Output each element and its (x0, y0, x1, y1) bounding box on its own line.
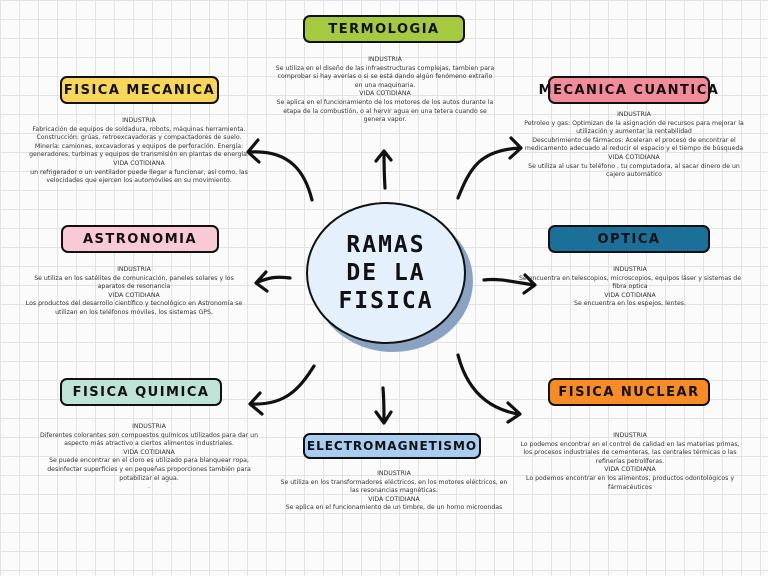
desc-termologia: INDUSTRIA Se utiliza en el diseño de las… (274, 56, 496, 125)
desc-line: INDUSTRIA (122, 117, 156, 124)
title-electro: ELECTROMAGNETISMO (306, 439, 478, 453)
desc-cuantica: INDUSTRIA Petroleo y gas: Optimizan de l… (520, 111, 748, 180)
desc-line: VIDA COTIDIANA (368, 495, 420, 503)
desc-line: VIDA COTIDIANA (359, 90, 411, 98)
desc-line: Se aplica en el funcionamiento de los mo… (276, 98, 494, 124)
desc-line: Construcción: grúas, retroexcavadoras y … (36, 134, 242, 142)
title-cuantica: MECANICA CUANTICA (538, 82, 720, 98)
desc-line: Fabricación de equipos de soldadura, rob… (32, 125, 246, 133)
desc-line: Minería: camiones, excavadoras y equipos… (29, 142, 249, 159)
desc-optica: INDUSTRIA Se encuentra en telescopios, m… (516, 266, 744, 309)
desc-line: Se utiliza en el diseño de las infraestr… (275, 64, 495, 89)
desc-line: VIDA COTIDIANA (113, 159, 165, 167)
desc-line: VIDA COTIDIANA (608, 153, 660, 161)
desc-line: Se puede encontrar en el cloro es utiliz… (47, 457, 251, 482)
title-astronomia: ASTRONOMIA (82, 231, 198, 247)
box-cuantica: MECANICA CUANTICA (539, 76, 718, 104)
arrow-termologia (374, 149, 393, 190)
desc-line: INDUSTRIA (132, 423, 166, 430)
arrow-optica (482, 273, 537, 295)
center-title: RAMAS DE LA FISICA (338, 232, 434, 314)
title-termologia: TERMOLOGIA (328, 21, 440, 37)
desc-line: Se encuentra en telescopios, microscopio… (518, 274, 742, 291)
desc-astronomia: INDUSTRIA Se utiliza en los satélites de… (22, 266, 246, 318)
desc-line: VIDA COTIDIANA (108, 291, 160, 299)
desc-line: Se utiliza al usar tu teléfono , tu comp… (528, 162, 740, 179)
title-nuclear: FISICA NUCLEAR (558, 384, 700, 400)
desc-line: INDUSTRIA (613, 266, 647, 273)
arrow-astronomia (254, 270, 292, 293)
desc-line: INDUSTRIA (377, 470, 411, 477)
desc-line: Petroleo y gas: Optimizan de la asignaci… (524, 119, 744, 136)
box-quimica: FISICA QUIMICA (60, 378, 222, 406)
desc-line: INDUSTRIA (368, 56, 402, 63)
title-quimica: FISICA QUIMICA (72, 384, 210, 400)
desc-line: VIDA COTIDIANA (604, 291, 656, 299)
center-node: RAMAS DE LA FISICA (306, 202, 466, 344)
desc-line: Se utiliza en los transformadores eléctr… (280, 478, 508, 495)
desc-quimica: INDUSTRIA Diferentes colorantes son comp… (34, 423, 264, 492)
title-optica: OPTICA (597, 231, 661, 247)
desc-mecanica: INDUSTRIA Fabricación de equipos de sold… (24, 117, 254, 186)
arrow-electro (374, 386, 393, 425)
desc-line: INDUSTRIA (617, 111, 651, 118)
desc-line: Lo podemos encontrar en los alimentos, p… (526, 474, 734, 491)
desc-line: Los productos del desarrollo científico … (25, 300, 243, 316)
box-mecanica: FISICA MECANICA (60, 76, 219, 104)
arrow-nuclear (456, 353, 522, 424)
title-mecanica: FISICA MECANICA (63, 82, 216, 98)
arrow-mecanica (246, 138, 314, 202)
desc-line: . (148, 483, 150, 491)
desc-electro: INDUSTRIA Se utiliza en los transformado… (276, 470, 512, 513)
desc-line: Se aplica en el funcionamiento de un tim… (285, 504, 503, 512)
desc-line: Descubrimiento de fármacos: Aceleran el … (524, 136, 744, 153)
desc-line: VIDA COTIDIANA (123, 448, 175, 456)
desc-line: VIDA COTIDIANA (604, 466, 656, 474)
arrow-quimica (248, 364, 316, 416)
desc-line: INDUSTRIA (613, 432, 647, 439)
box-nuclear: FISICA NUCLEAR (548, 378, 710, 406)
desc-line: Se encuentra en los espejos, lentes. (574, 300, 686, 308)
desc-line: Lo podemos encontrar en el control de ca… (520, 440, 740, 465)
box-optica: OPTICA (548, 225, 710, 253)
desc-line: Diferentes colorantes son compuestos quí… (39, 431, 259, 448)
desc-line: Se utiliza en los satélites de comunicac… (34, 274, 234, 291)
box-electro: ELECTROMAGNETISMO (303, 433, 481, 459)
arrow-cuantica (456, 136, 523, 200)
desc-line: un refrigerador o un ventilador puede ll… (30, 168, 248, 185)
box-astronomia: ASTRONOMIA (61, 225, 219, 253)
desc-line: INDUSTRIA (117, 266, 151, 273)
desc-nuclear: INDUSTRIA Lo podemos encontrar en el con… (516, 432, 744, 492)
box-termologia: TERMOLOGIA (303, 15, 465, 43)
